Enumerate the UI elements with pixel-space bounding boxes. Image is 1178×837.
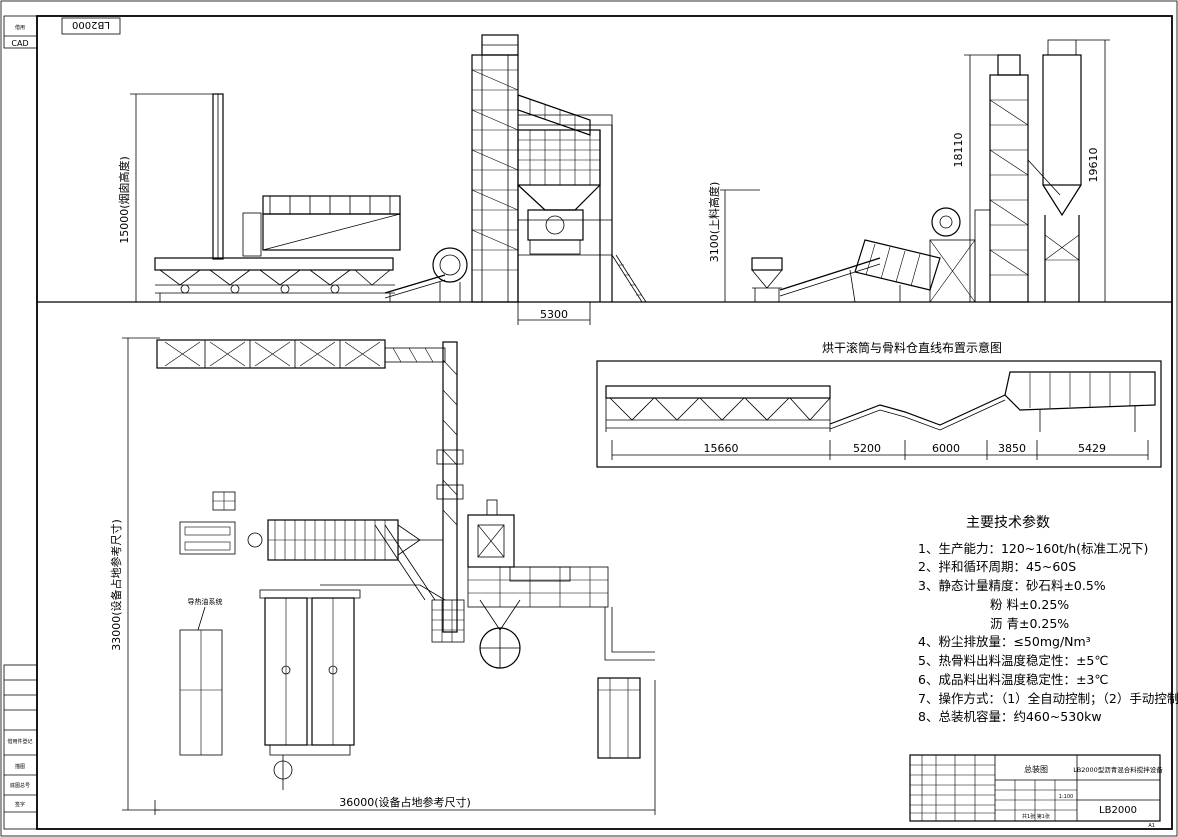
cold-feed-bins: [154, 257, 394, 271]
inset-title: 烘干滚筒与骨料仓直线布置示意图: [822, 340, 1002, 355]
mixing-tower-side: [989, 74, 1029, 303]
spec-item-3c: 沥 青±0.25%: [990, 616, 1069, 631]
inset-dim-4: 3850: [998, 442, 1026, 455]
bottom-left-strip: 借用件登记 描图 底图总号 签字: [3, 664, 38, 830]
height-dim-19610: 19610: [1087, 148, 1100, 183]
inset-dim-3: 6000: [932, 442, 960, 455]
plan-width-dim: 36000(设备占地参考尺寸): [339, 795, 471, 809]
top-left-strip: CAD 借用 LB2000: [3, 15, 121, 49]
plan-view: 33000(设备占地参考尺寸) 36000(设备占地参考尺寸): [109, 337, 656, 815]
spec-item-3b: 粉 料±0.25%: [990, 597, 1069, 612]
drawing-frame: [36, 15, 1173, 830]
feed-height-dim: 3100(上料高度): [707, 182, 721, 263]
product-name: LB2000型沥青混合料搅拌设备: [1073, 765, 1163, 774]
drawing-number: LB2000: [1099, 805, 1137, 816]
cad-label: CAD: [11, 39, 28, 48]
spec-item-4: 4、粉尘排放量：≤50mg/Nm³: [918, 634, 1091, 649]
title-block: 总装图 LB2000型沥青混合料搅拌设备 1:100 共1张 第1张 LB200…: [909, 754, 1163, 829]
chimney-height-dim: 15000(烟囱高度): [117, 156, 131, 244]
spec-item-7: 7、操作方式：（1）全自动控制；（2）手动控制: [918, 691, 1178, 706]
svg-text:签字: 签字: [15, 801, 25, 808]
spec-item-2: 2、拌和循环周期：45~60S: [918, 559, 1076, 574]
dryer-drum-side: [854, 239, 941, 291]
svg-text:借用件登记: 借用件登记: [7, 738, 32, 745]
right-elevation-view: 3100(上料高度) 1811: [707, 39, 1110, 303]
svg-text:借用: 借用: [15, 24, 25, 31]
plan-depth-dim: 33000(设备占地参考尺寸): [109, 519, 123, 651]
spec-item-5: 5、热骨料出料温度稳定性：±5℃: [918, 653, 1108, 668]
svg-text:底图总号: 底图总号: [10, 782, 30, 789]
dryer-drum: [432, 247, 468, 283]
drawing-name: 总装图: [1024, 764, 1048, 774]
spec-item-1: 1、生产能力：120~160t/h(标准工况下): [918, 541, 1148, 556]
svg-text:描图: 描图: [15, 763, 25, 770]
tower-width-dim: 5300: [540, 308, 568, 321]
left-elevation-view: 15000(烟囱高度): [117, 34, 647, 325]
mixing-tower: [471, 34, 647, 303]
spec-item-6: 6、成品料出料温度稳定性：±3℃: [918, 672, 1108, 687]
technical-specs: 主要技术参数 1、生产能力：120~160t/h(标准工况下) 2、拌和循环周期…: [918, 514, 1178, 724]
thermal-oil-label: 导热油系统: [188, 597, 223, 606]
inset-dim-5: 5429: [1078, 442, 1106, 455]
filler-silo: [1042, 54, 1082, 186]
scale-value: 1:100: [1059, 794, 1073, 800]
height-dim-18110: 18110: [952, 133, 965, 168]
baghouse: [262, 213, 401, 251]
specs-title: 主要技术参数: [966, 514, 1050, 531]
sheet-format: A1: [1148, 823, 1155, 829]
inset-dim-1: 15660: [704, 442, 739, 455]
spec-item-8: 8、总装机容量：约460~530kw: [918, 709, 1102, 724]
inline-layout-inset: 烘干滚筒与骨料仓直线布置示意图 15660 5200 6000 3850 542…: [596, 340, 1162, 468]
spec-item-3: 3、静态计量精度：砂石料±0.5%: [918, 578, 1106, 593]
code-box: LB2000: [72, 19, 110, 30]
plan-cold-bins: [156, 339, 386, 369]
inset-dim-2: 5200: [853, 442, 881, 455]
sheet-note: 共1张 第1张: [1022, 813, 1050, 820]
